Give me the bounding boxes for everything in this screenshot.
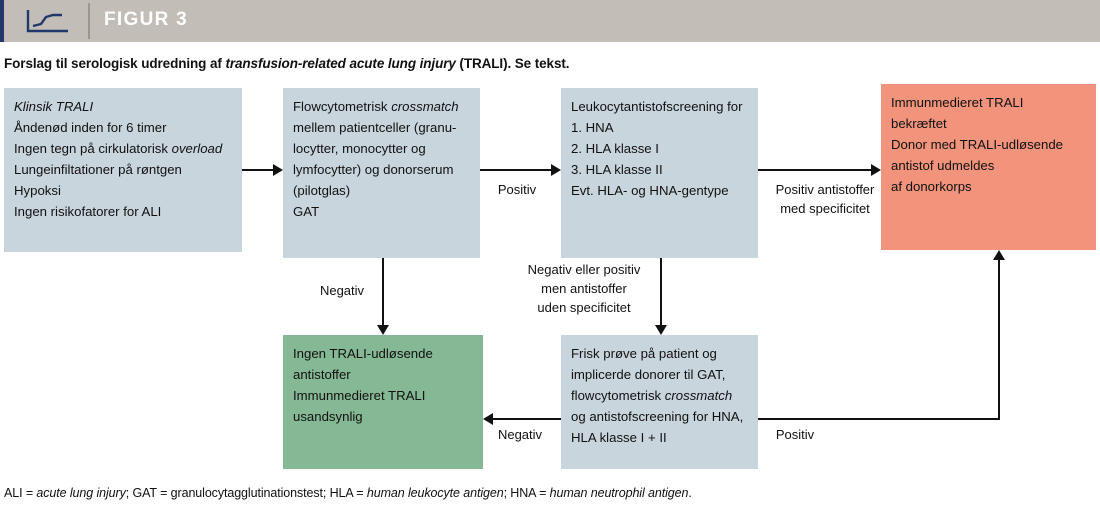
node-line: 3. HLA klasse II: [571, 162, 663, 177]
node-line: Immunmedieret TRALI: [891, 95, 1024, 110]
node-trali-confirmed: Immunmedieret TRALI bekræftet Donor med …: [881, 84, 1096, 250]
arrowhead-crossmatch-to-screening: [551, 164, 561, 176]
footnote-text: ALI =: [4, 486, 37, 500]
caption-text-2: (TRALI). Se tekst.: [455, 56, 570, 71]
flowchart-canvas: Klinsik TRALI Åndenød inden for 6 timer …: [0, 80, 1100, 480]
node-line: (pilotglas): [293, 183, 351, 198]
caption-italic-term: transfusion-related acute lung injury: [225, 56, 456, 71]
node-line: implicerde donorer til GAT,: [571, 367, 726, 382]
arrowhead-screening-to-confirmed: [871, 164, 881, 176]
connector-crossmatch-to-unlikely: [382, 258, 384, 326]
connector-crossmatch-to-screening: [480, 169, 552, 171]
arrowhead-screening-to-fresh: [655, 325, 667, 335]
node-clinical-trali: Klinsik TRALI Åndenød inden for 6 timer …: [4, 88, 242, 252]
node-line: HLA klasse I + II: [571, 430, 667, 445]
node-line: bekræftet: [891, 116, 947, 131]
footnote-text: .: [688, 486, 692, 500]
arrowhead-fresh-to-confirmed: [993, 250, 1005, 260]
node-line: Klinsik TRALI: [14, 96, 232, 117]
arrowhead-fresh-to-unlikely: [483, 413, 493, 425]
edge-label-line: med specificitet: [780, 201, 870, 216]
node-line: antistoffer: [293, 367, 351, 382]
arrowhead-crossmatch-to-unlikely: [377, 325, 389, 335]
node-line: Flowcytometrisk crossmatch: [293, 99, 459, 114]
node-line: locytter, monocytter og: [293, 141, 426, 156]
figure-title: FIGUR 3: [104, 9, 189, 30]
node-line: Lungeinfiltationer på røntgen: [14, 162, 182, 177]
node-line: 2. HLA klasse I: [571, 141, 659, 156]
node-line: af donorkorps: [891, 179, 972, 194]
node-line: og antistofscreening for HNA,: [571, 409, 744, 424]
connector-fresh-to-confirmed-horizontal: [758, 418, 1000, 420]
caption-text-1: Forslag til serologisk udredning af: [4, 56, 226, 71]
node-line: Frisk prøve på patient og: [571, 346, 717, 361]
footnote-italic: human neutrophil antigen: [549, 486, 689, 500]
node-line: Hypoksi: [14, 183, 61, 198]
edge-label-negativ-down: Negativ: [319, 283, 365, 298]
node-line: Ingen TRALI-udløsende: [293, 346, 433, 361]
edge-label-line: Positiv antistoffer: [775, 182, 875, 197]
node-line-italic: crossmatch: [391, 99, 459, 114]
node-line: Immunmedieret TRALI: [293, 388, 426, 403]
node-line: Donor med TRALI-udløsende: [891, 137, 1064, 152]
node-line-italic: overload: [171, 141, 223, 156]
connector-clinical-to-crossmatch: [242, 169, 274, 171]
edge-label-negativ-bottom: Negativ: [497, 427, 543, 442]
header-divider: [88, 3, 90, 39]
node-line: GAT: [293, 204, 320, 219]
arrowhead-clinical-to-crossmatch: [273, 164, 283, 176]
edge-label-negativ-eller-positiv: Negativ eller positiv men antistoffer ud…: [519, 260, 649, 317]
edge-label-line: uden specificitet: [537, 300, 631, 315]
edge-label-positiv-antistoffer: Positiv antistoffer med specificitet: [760, 180, 890, 218]
figure-header-band: FIGUR 3: [0, 0, 1100, 42]
node-line: antistof udmeldes: [891, 158, 995, 173]
node-leukocyte-antibody-screening: Leukocytantistofscreening for 1. HNA 2. …: [561, 88, 758, 258]
footnote-text: ; GAT = granulocytagglutinationstest; HL…: [125, 486, 367, 500]
node-line-text: Klinsik TRALI: [14, 99, 94, 114]
connector-fresh-to-unlikely: [493, 418, 561, 420]
edge-label-positiv-1: Positiv: [497, 182, 537, 197]
node-line: Ingen risikofatorer for ALI: [14, 204, 162, 219]
header-accent-rule: [0, 0, 4, 42]
figure-caption: Forslag til serologisk udredning af tran…: [4, 56, 1084, 71]
line-chart-icon: [22, 7, 74, 36]
connector-fresh-to-confirmed-vertical: [998, 260, 1000, 420]
node-line: Leukocytantistofscreening for: [571, 99, 743, 114]
footnote-text: ; HNA =: [503, 486, 550, 500]
node-line: Evt. HLA- og HNA-gentype: [571, 183, 729, 198]
node-line: Åndenød inden for 6 timer: [14, 120, 167, 135]
edge-label-line: men antistoffer: [541, 281, 627, 296]
node-line: Ingen tegn på cirkulatorisk overload: [14, 141, 223, 156]
node-fresh-sample-retest: Frisk prøve på patient og implicerde don…: [561, 335, 758, 469]
node-flowcytometric-crossmatch: Flowcytometrisk crossmatch mellem patien…: [283, 88, 480, 258]
footnote-italic: acute lung injury: [36, 486, 126, 500]
footnote-italic: human leukocyte antigen: [366, 486, 504, 500]
node-line: flowcytometrisk crossmatch: [571, 388, 733, 403]
figure-footnote: ALI = acute lung injury; GAT = granulocy…: [4, 486, 1084, 500]
node-line: lymfocytter) og donorserum: [293, 162, 454, 177]
edge-label-positiv-bottom: Positiv: [775, 427, 815, 442]
node-line: usandsynlig: [293, 409, 363, 424]
node-trali-unlikely: Ingen TRALI-udløsende antistoffer Immunm…: [283, 335, 483, 469]
edge-label-line: Negativ eller positiv: [527, 262, 641, 277]
node-line: mellem patientceller (granu-: [293, 120, 457, 135]
node-line: 1. HNA: [571, 120, 614, 135]
connector-screening-to-confirmed: [758, 169, 872, 171]
node-line-italic: crossmatch: [664, 388, 733, 403]
connector-screening-to-fresh: [660, 258, 662, 326]
